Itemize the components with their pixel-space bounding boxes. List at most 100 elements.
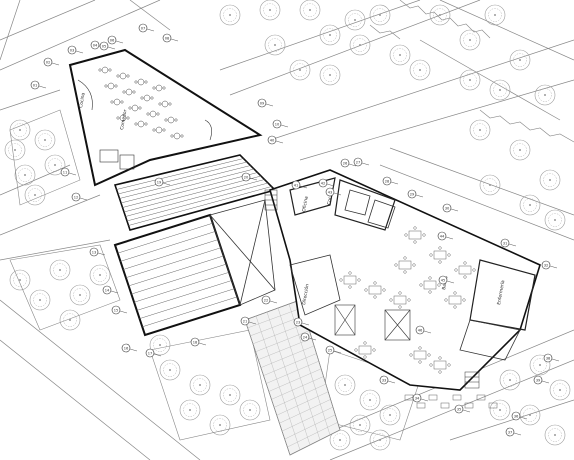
callout-bubble: 34 [412,393,429,403]
tree-canopy [34,129,56,151]
callout-bubble: 15 [111,305,128,315]
tree-canopy [9,269,31,291]
callout-bubble: 14 [102,285,119,295]
callout-bubble: 09 [257,98,274,108]
callout-bubble: 01 [30,80,47,90]
callout-bubble: 02 [43,57,60,67]
tree-canopy [89,264,111,286]
callout-tag: 19 [157,180,162,184]
tree-canopy [289,59,311,81]
callout-tag: 21 [243,319,248,323]
callout-bubble: 46 [415,325,432,335]
tree-canopy [319,64,341,86]
callout-bubble: 05 [99,41,116,51]
callout-tag: 22 [264,298,269,302]
tree-canopy [544,209,566,231]
callout-tag: 18 [193,340,198,344]
callout-bubble: 36 [511,411,528,421]
callout-tag: 20 [244,175,249,179]
callout-bubble: 42 [318,178,335,188]
callout-tag: 06 [110,38,115,42]
callout-tag: 30 [445,206,450,210]
callout-tag: 29 [410,192,415,196]
callout-bubble: 17 [145,348,162,358]
tree-canopy [29,289,51,311]
callout-tag: 03 [70,48,75,52]
callout-bubble: 13 [89,247,106,257]
tree-canopy [409,59,431,81]
room-label: Dirección [300,283,311,305]
room-label: Oficina [301,196,310,213]
callout-tag: 13 [92,250,97,254]
tree-canopy [519,404,541,426]
callout-bubble: 38 [543,353,560,363]
tree-canopy [179,399,201,421]
callout-bubble: 18 [190,337,207,347]
callout-tag: 27 [356,160,361,164]
tree-canopy [44,154,66,176]
callout-bubble: 07 [138,23,155,33]
planter-areas [9,109,421,441]
callout-tag: 46 [418,328,423,332]
tree-canopy [379,404,401,426]
tree-canopy [69,284,91,306]
callout-tag: 04 [93,43,98,47]
callout-tag: 43 [328,190,333,194]
tree-canopy [534,84,556,106]
callout-tag: 36 [514,414,519,418]
callout-bubble: 28 [382,176,399,186]
callout-bubble: 10 [272,119,289,129]
tree-canopy [509,49,531,71]
callout-tag: 10 [275,122,280,126]
tree-canopy [479,174,501,196]
tree-canopy [49,259,71,281]
room-label: Cocina [326,189,335,205]
callout-bubble: 03 [67,45,84,55]
tree-canopy [334,374,356,396]
callout-bubble: 33 [379,375,396,385]
tree-canopy [539,169,561,191]
tree-canopy [264,34,286,56]
tree-canopy [259,0,281,21]
room-label: Comedor [119,109,128,130]
callout-tag: 14 [105,288,110,292]
callout-bubble: 32 [541,260,558,270]
callout-bubble: 04 [90,40,107,50]
tree-canopy [349,34,371,56]
callout-tag: 09 [260,101,265,105]
tree-canopy [159,359,181,381]
callout-tag: 15 [114,308,119,312]
callout-bubble: 29 [407,189,424,199]
callout-bubble: 40 [267,135,284,145]
tree-canopies [4,0,571,451]
callout-bubble: 23 [293,317,310,327]
callout-tag: 17 [148,351,153,355]
callout-bubble: 45 [438,275,455,285]
tree-canopy [529,354,551,376]
callout-tag: 02 [46,60,51,64]
callout-tag: 34 [415,396,420,400]
callout-tag: 31 [503,241,508,245]
callout-bubble: 24 [300,332,317,342]
tree-canopy [239,399,261,421]
room-label: Enfermería [495,279,506,305]
tree-canopy [389,44,411,66]
tree-canopy [59,309,81,331]
callout-bubble: 31 [500,238,517,248]
callout-tag: 39 [536,378,541,382]
callout-bubble: 43 [325,187,342,197]
callout-tag: 08 [165,36,170,40]
tree-canopy [549,379,571,401]
callout-tag: 33 [382,378,387,382]
callout-tag: 32 [544,263,549,267]
callout-bubble: 16 [121,343,138,353]
callout-tag: 05 [102,44,107,48]
tree-canopy [544,424,566,446]
callout-bubble: 25 [325,345,342,355]
callout-bubble: 26 [340,158,357,168]
callout-tag: 11 [63,170,68,174]
room-label: Cocina [78,92,87,108]
